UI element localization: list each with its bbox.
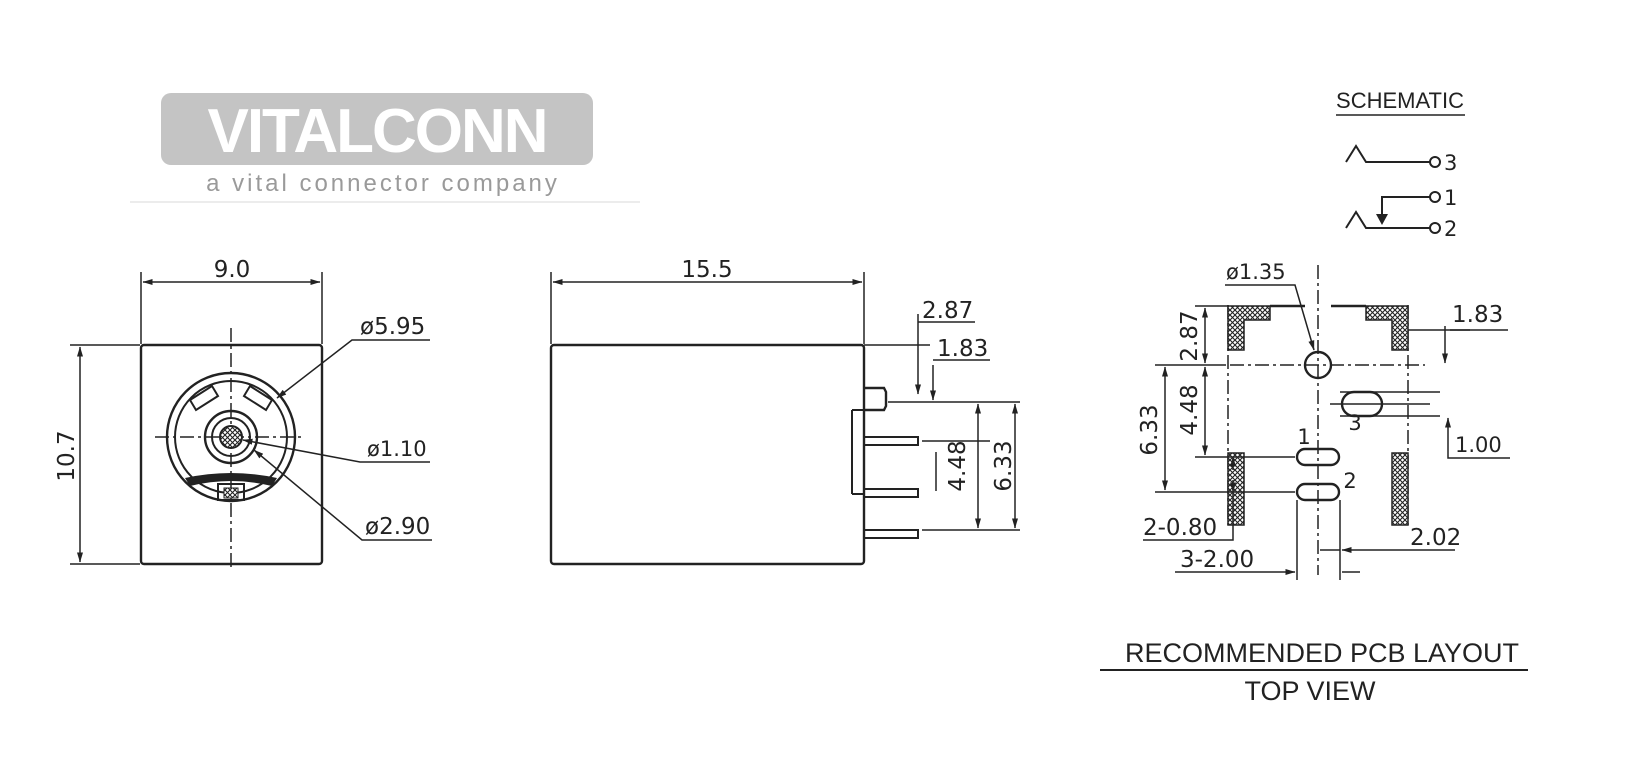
pcb-dim-183: 1.83 [1452,302,1503,328]
side-dim-633: 6.33 [991,440,1017,491]
pcb-caption-subtitle: TOP VIEW [1244,676,1376,706]
front-width-dim: 9.0 [214,257,251,283]
side-length-dim: 15.5 [681,257,732,283]
side-pin-3 [863,529,919,539]
front-view: 9.0 10.7 ø5.95 ø1.10 ø2.90 [54,257,432,568]
schematic-pin-3-node [1429,156,1441,168]
side-view: 15.5 2.87 1.83 4.48 6.33 [549,257,1020,566]
front-dia-outer-dim: ø5.95 [360,314,425,340]
pcb-layout: 1 2 3 ø1.35 2.87 4.48 6.33 2-0.80 3-2.00… [1100,260,1528,706]
side-pin-1 [863,436,919,446]
pcb-dim-287: 2.87 [1177,310,1203,361]
front-center-pin [219,425,243,449]
front-height-dim: 10.7 [54,430,80,481]
logo-brand-text: VITALCONN [207,97,546,166]
pcb-pin-2-label: 2 [1343,469,1356,493]
side-dim-287: 2.87 [922,298,973,324]
pcb-mounting-hole [1303,350,1333,380]
pcb-dim-slots-width: 2-0.80 [1143,515,1217,541]
pcb-pad-bottom-right [1391,452,1409,526]
pcb-pad-top-right [1365,305,1409,351]
pcb-pin-3-label: 3 [1348,411,1361,435]
side-dim-183: 1.83 [937,336,988,362]
schematic: SCHEMATIC 3 1 2 [1336,88,1465,241]
pcb-dim-448: 4.48 [1177,384,1203,435]
side-pin-2 [863,488,919,498]
front-dia-pin-dim: ø1.10 [367,437,427,461]
schematic-pin-3-label: 3 [1444,151,1457,175]
pcb-pad-bottom-left [1227,452,1245,526]
schematic-contact-3 [1345,144,1430,163]
pcb-hole-dia-dim: ø1.35 [1226,260,1286,284]
schematic-pin-1-node [1429,191,1441,203]
pcb-dim-100: 1.00 [1455,433,1502,457]
logo-tagline: a vital connector company [206,170,560,197]
front-inner-circle [203,409,259,465]
side-dim-448: 4.48 [945,440,971,491]
pcb-slot-pin-1 [1295,447,1341,467]
schematic-contact-2 [1345,210,1430,229]
pcb-pad-top-left [1227,305,1271,351]
pcb-pin-1-label: 1 [1297,425,1310,449]
schematic-pin-2-label: 2 [1444,217,1457,241]
schematic-pin-1-label: 1 [1444,186,1457,210]
logo-badge [161,93,593,165]
pcb-dim-633: 6.33 [1137,404,1163,455]
schematic-title: SCHEMATIC [1336,88,1464,113]
logo: VITALCONN a vital connector company [130,93,640,203]
pcb-caption-title: RECOMMENDED PCB LAYOUT [1125,638,1519,668]
side-body-outline [549,343,866,566]
schematic-contact-1 [1381,196,1430,222]
pcb-dim-slots-length: 3-2.00 [1180,547,1254,573]
front-dia-inner-dim: ø2.90 [365,514,430,540]
schematic-pin-2-node [1429,222,1441,234]
pcb-slot-pin-2 [1295,482,1341,502]
pcb-dim-202: 2.02 [1410,525,1461,551]
